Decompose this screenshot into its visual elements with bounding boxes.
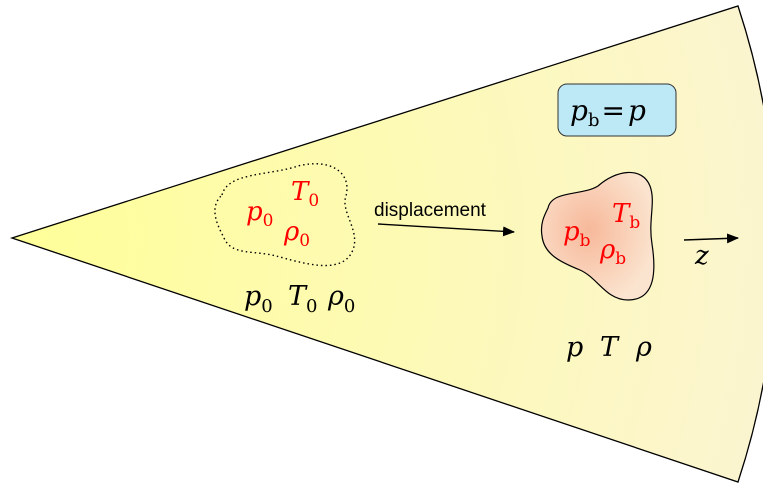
- svg-text:pb=p: pb=p: [570, 94, 646, 131]
- displaced-parcel-pressure: pb: [563, 217, 591, 251]
- displaced-parcel-temperature: Tb: [612, 199, 640, 233]
- original-environment-pressure: p0: [244, 281, 273, 317]
- original-environment-density: ρ0: [327, 281, 355, 317]
- z-axis-arrow: [683, 233, 739, 244]
- displacement-label: displacement: [374, 200, 487, 221]
- displaced-environment-density: ρ: [635, 332, 652, 363]
- displaced-parcel-density: ρb: [599, 235, 626, 269]
- box-pressure-symbol: p: [570, 94, 588, 127]
- displaced-environment-pressure: p: [566, 332, 583, 363]
- original-parcel-density: ρ0: [283, 217, 310, 251]
- z-axis-label: z: [694, 241, 709, 271]
- displaced-parcel-outline: [540, 171, 655, 301]
- pressure-equality-box: pb=p: [557, 83, 677, 137]
- original-environment-temperature: T0: [288, 281, 317, 317]
- box-environment-pressure: p: [628, 94, 646, 127]
- original-parcel-temperature: T0: [291, 177, 319, 211]
- box-equals-sign: =: [601, 94, 624, 127]
- displacement-arrow: [377, 223, 515, 237]
- box-pressure-subscript: b: [588, 110, 600, 131]
- original-parcel-pressure: p0: [246, 197, 273, 231]
- displaced-environment-temperature: T: [600, 332, 620, 363]
- original-parcel-outline: [214, 163, 356, 267]
